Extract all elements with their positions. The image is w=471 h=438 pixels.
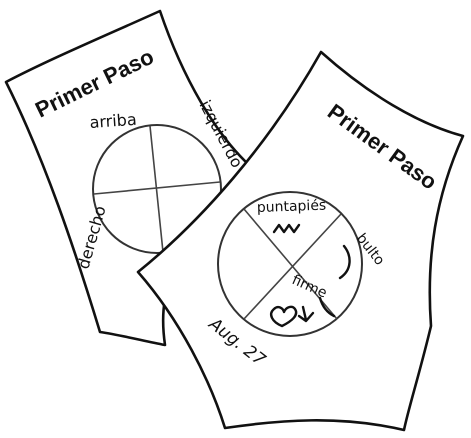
back-sheet-label-top: arriba (89, 110, 137, 132)
front-sheet-label-top: puntapiés (257, 198, 327, 216)
